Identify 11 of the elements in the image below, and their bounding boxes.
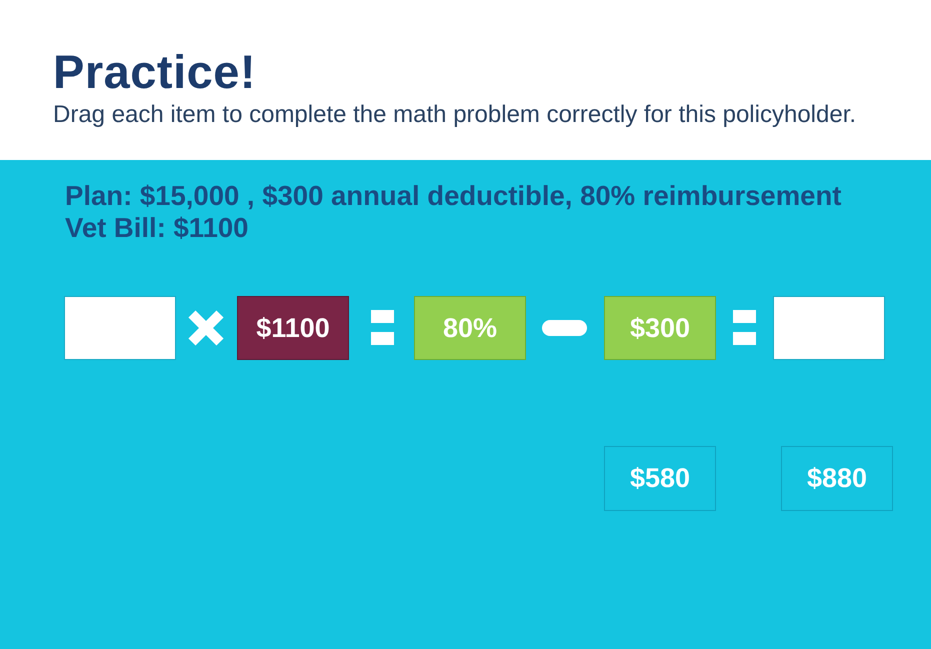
answer-box (64, 296, 176, 360)
plan-details-text: Plan: $15,000 , $300 annual deductible, 80% reimbursement (65, 180, 842, 212)
answer-option-tile: $880 (781, 446, 893, 511)
page-title: Practice! (53, 44, 256, 100)
percent-tile: 80% (414, 296, 526, 360)
bill-amount-text: Vet Bill: $1100 (65, 212, 248, 244)
answer-option-tile: $580 (604, 446, 716, 511)
amount-tile: $1100 (237, 296, 349, 360)
amount-tile: $300 (604, 296, 716, 360)
answer-box (773, 296, 885, 360)
instruction-text: Drag each item to complete the math problem correctly for this policyholder. (53, 101, 856, 129)
